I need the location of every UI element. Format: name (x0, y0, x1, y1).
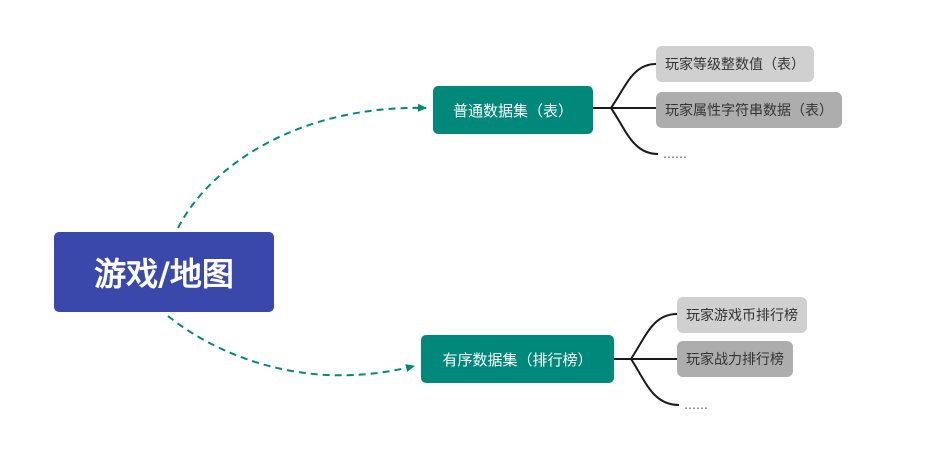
dashed-connector-root-to-branch-b (167, 315, 415, 377)
root-node-label: 游戏/地图 (94, 255, 234, 293)
bracket-line-b1 (630, 313, 678, 360)
bracket-line-b3 (630, 358, 680, 406)
branch-node-label: 普通数据集（表） (452, 101, 573, 120)
bracket-line-a1 (610, 63, 657, 109)
leaf-node-label: 玩家游戏币排行榜 (686, 308, 798, 324)
root-node: 游戏/地图 (54, 232, 274, 312)
bracket-branch-a (593, 63, 659, 155)
dashed-connector-root-to-branch-a (177, 103, 427, 229)
leaf-node-power-leaderboard: 玩家战力排行榜 (677, 341, 793, 377)
leaf-node-player-level: 玩家等级整数值（表） (656, 46, 814, 82)
bracket-line-a3 (610, 107, 659, 155)
leaf-node-player-attributes: 玩家属性字符串数据（表） (656, 92, 842, 128)
branch-node-normal-dataset: 普通数据集（表） (433, 86, 593, 134)
leaf-node-label: 玩家战力排行榜 (686, 352, 784, 368)
branch-node-sorted-dataset: 有序数据集（排行榜） (421, 335, 614, 383)
more-items-ellipsis: …… (684, 398, 708, 412)
bracket-branch-b (614, 313, 680, 406)
leaf-node-label: 玩家等级整数值（表） (665, 57, 805, 73)
leaf-node-label: 玩家属性字符串数据（表） (665, 103, 833, 119)
leaf-node-coin-leaderboard: 玩家游戏币排行榜 (677, 297, 807, 333)
branch-node-label: 有序数据集（排行榜） (442, 350, 593, 369)
more-items-ellipsis: …… (663, 147, 687, 161)
